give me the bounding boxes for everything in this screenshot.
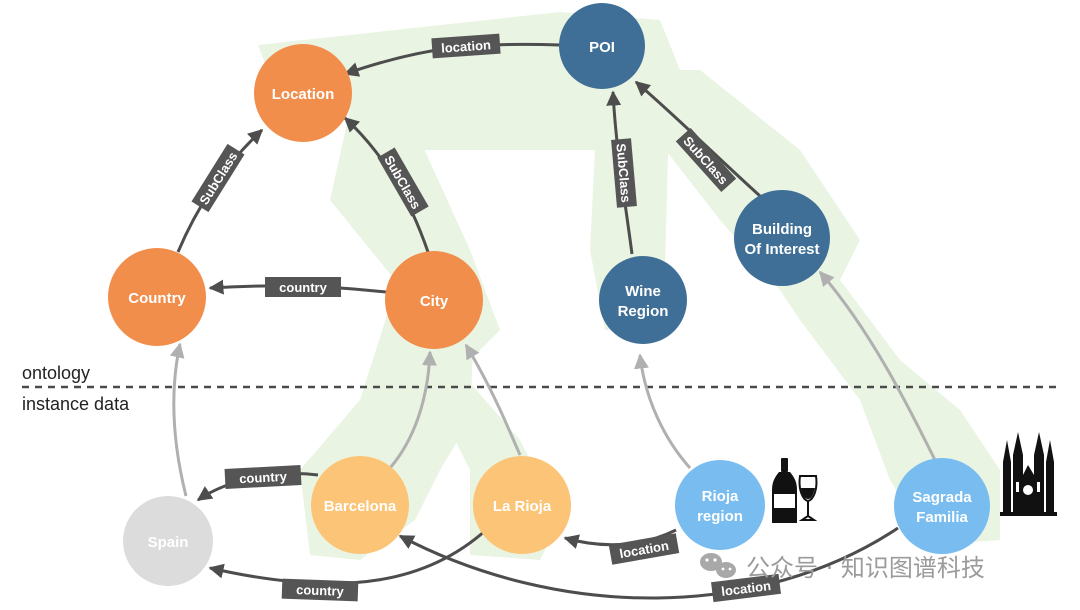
node-rioja-region-label-line2: region (697, 508, 743, 525)
node-poi-label: POI (589, 39, 615, 56)
edge-spain-country (169, 342, 188, 497)
svg-text:country: country (279, 280, 327, 295)
node-rioja-region[interactable]: Rioja region (675, 460, 765, 550)
edge-larioja-spain (208, 528, 487, 585)
node-poi[interactable]: POI (559, 3, 645, 89)
node-wine-region-label-line1: Wine (625, 283, 661, 300)
edge-barcelona-city (388, 350, 437, 469)
node-building-label-line2: Of Interest (744, 241, 819, 258)
node-wine-region-label-line2: Region (618, 303, 669, 320)
edge-label-sagrada-location: location (711, 573, 781, 603)
node-location[interactable]: Location (254, 44, 352, 142)
edge-label-barcelona-country: country (224, 465, 302, 489)
edge-sagrada-barcelona (398, 526, 899, 600)
node-sagrada-label-line1: Sagrada (912, 489, 972, 506)
node-rioja-region-label-line1: Rioja (702, 488, 739, 505)
cathedral-icon (1000, 432, 1057, 516)
node-barcelona[interactable]: Barcelona (311, 456, 409, 554)
node-sagrada-familia[interactable]: Sagrada Familia (894, 458, 990, 554)
watermark-text: 公众号 · 知识图谱科技 (746, 554, 985, 582)
node-location-label: Location (272, 86, 335, 103)
svg-text:country: country (239, 469, 288, 487)
node-spain[interactable]: Spain (123, 496, 213, 586)
wechat-icon (700, 553, 736, 578)
node-city-label: City (420, 293, 449, 310)
node-la-rioja-label: La Rioja (493, 498, 552, 515)
instance-data-section-label: instance data (22, 394, 130, 414)
edge-riojaregion-wineregion (634, 353, 692, 469)
ontology-section-label: ontology (22, 363, 90, 383)
wine-bottle-glass-icon (772, 458, 818, 523)
edge-label-larioja-country: country (281, 578, 359, 602)
node-country[interactable]: Country (108, 248, 206, 346)
svg-text:SubClass: SubClass (613, 143, 633, 203)
node-building-label-line1: Building (752, 221, 812, 238)
edge-label-wineregion-subclass: SubClass (611, 138, 637, 208)
svg-text:country: country (296, 582, 345, 599)
svg-text:location: location (441, 37, 492, 55)
edge-larioja-city (464, 343, 522, 456)
edge-label-riojaregion-location: location (608, 533, 680, 565)
edge-label-poi-location: location (431, 33, 501, 59)
watermark: 公众号 · 知识图谱科技 (700, 553, 985, 582)
node-country-label: Country (128, 290, 186, 307)
edges: location SubClass SubClass country SubCl… (169, 33, 937, 603)
edge-label-country-subclass: SubClass (191, 143, 245, 213)
node-spain-label: Spain (148, 534, 189, 551)
edge-label-city-country: country (265, 277, 341, 297)
edge-sagrada-building (818, 270, 937, 461)
node-barcelona-label: Barcelona (324, 498, 397, 515)
node-la-rioja[interactable]: La Rioja (473, 456, 571, 554)
node-wine-region[interactable]: Wine Region (599, 256, 687, 344)
node-building-of-interest[interactable]: Building Of Interest (734, 190, 830, 286)
node-city[interactable]: City (385, 251, 483, 349)
svg-text:location: location (720, 578, 771, 599)
node-sagrada-label-line2: Familia (916, 509, 968, 526)
svg-text:SubClass: SubClass (196, 149, 240, 207)
